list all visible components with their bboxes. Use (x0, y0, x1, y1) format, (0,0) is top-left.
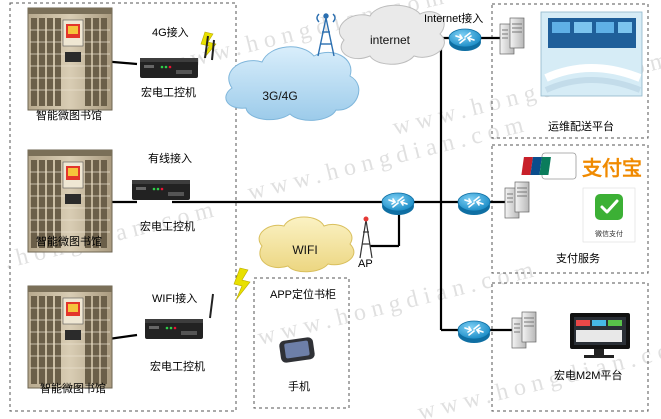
router-internet (448, 28, 482, 52)
cloud-internet-label: internet (370, 33, 411, 47)
cloud-wifi-label: WIFI (292, 243, 317, 257)
router-m2m (457, 320, 491, 344)
ap-tower-icon (359, 216, 373, 259)
unionpay-text: 银联 (556, 162, 572, 172)
cloud-3g4g: 3G/4G (225, 46, 360, 121)
kiosk-3-label: 智能微图书馆 (40, 381, 106, 395)
kiosk-1-label: 智能微图书馆 (36, 108, 102, 122)
ipc-router-2 (132, 180, 190, 200)
router-payment (457, 192, 491, 216)
ipc-router-1 (140, 58, 198, 78)
monitor-icon (570, 313, 630, 358)
kiosk-3 (27, 285, 113, 389)
unionpay-logo: 银联 (521, 152, 577, 180)
m2m-platform-label: 宏电M2M平台 (554, 368, 622, 382)
cell-tower-icon (316, 13, 336, 57)
router-1-label: 宏电工控机 (141, 85, 196, 99)
app-box (253, 277, 350, 409)
payment-service-label: 支付服务 (556, 252, 600, 265)
payment-servers-icon (504, 181, 530, 219)
router-core (381, 192, 415, 216)
cloud-internet: internet (338, 4, 445, 65)
payment-box (491, 144, 649, 274)
m2m-box (491, 282, 649, 412)
phone-label: 手机 (288, 379, 310, 393)
phone-icon (279, 337, 315, 363)
router-2-label: 宏电工控机 (140, 219, 195, 233)
kiosk-1 (27, 7, 113, 111)
wechat-pay-text: 微信支付 (595, 229, 623, 238)
watermark: www.hongdian.com (245, 111, 532, 206)
wechat-pay-logo: 微信支付 (582, 187, 636, 243)
internet-access-label: Internet接入 (424, 12, 483, 25)
ap-label: AP (358, 258, 373, 270)
ops-platform-label: 运维配送平台 (548, 119, 614, 133)
cloud-3g4g-label: 3G/4G (262, 89, 297, 103)
ipc-router-3 (145, 319, 203, 339)
lightning-icon (200, 31, 251, 301)
router-3-label: 宏电工控机 (150, 359, 205, 373)
conn-wifi-label: WIFI接入 (152, 292, 197, 305)
branch-box (9, 2, 237, 412)
ops-platform-box (491, 3, 649, 139)
app-locate-label: APP定位书柜 (270, 287, 336, 301)
alipay-logo: 支付宝 (582, 156, 642, 180)
conn-4g-label: 4G接入 (152, 26, 189, 39)
control-room-image (540, 11, 643, 97)
cloud-wifi: WIFI (258, 216, 355, 273)
ops-servers-icon (499, 17, 525, 55)
conn-wired-label: 有线接入 (148, 151, 192, 165)
m2m-servers-icon (511, 311, 537, 349)
kiosk-2-label: 智能微图书馆 (36, 234, 102, 248)
